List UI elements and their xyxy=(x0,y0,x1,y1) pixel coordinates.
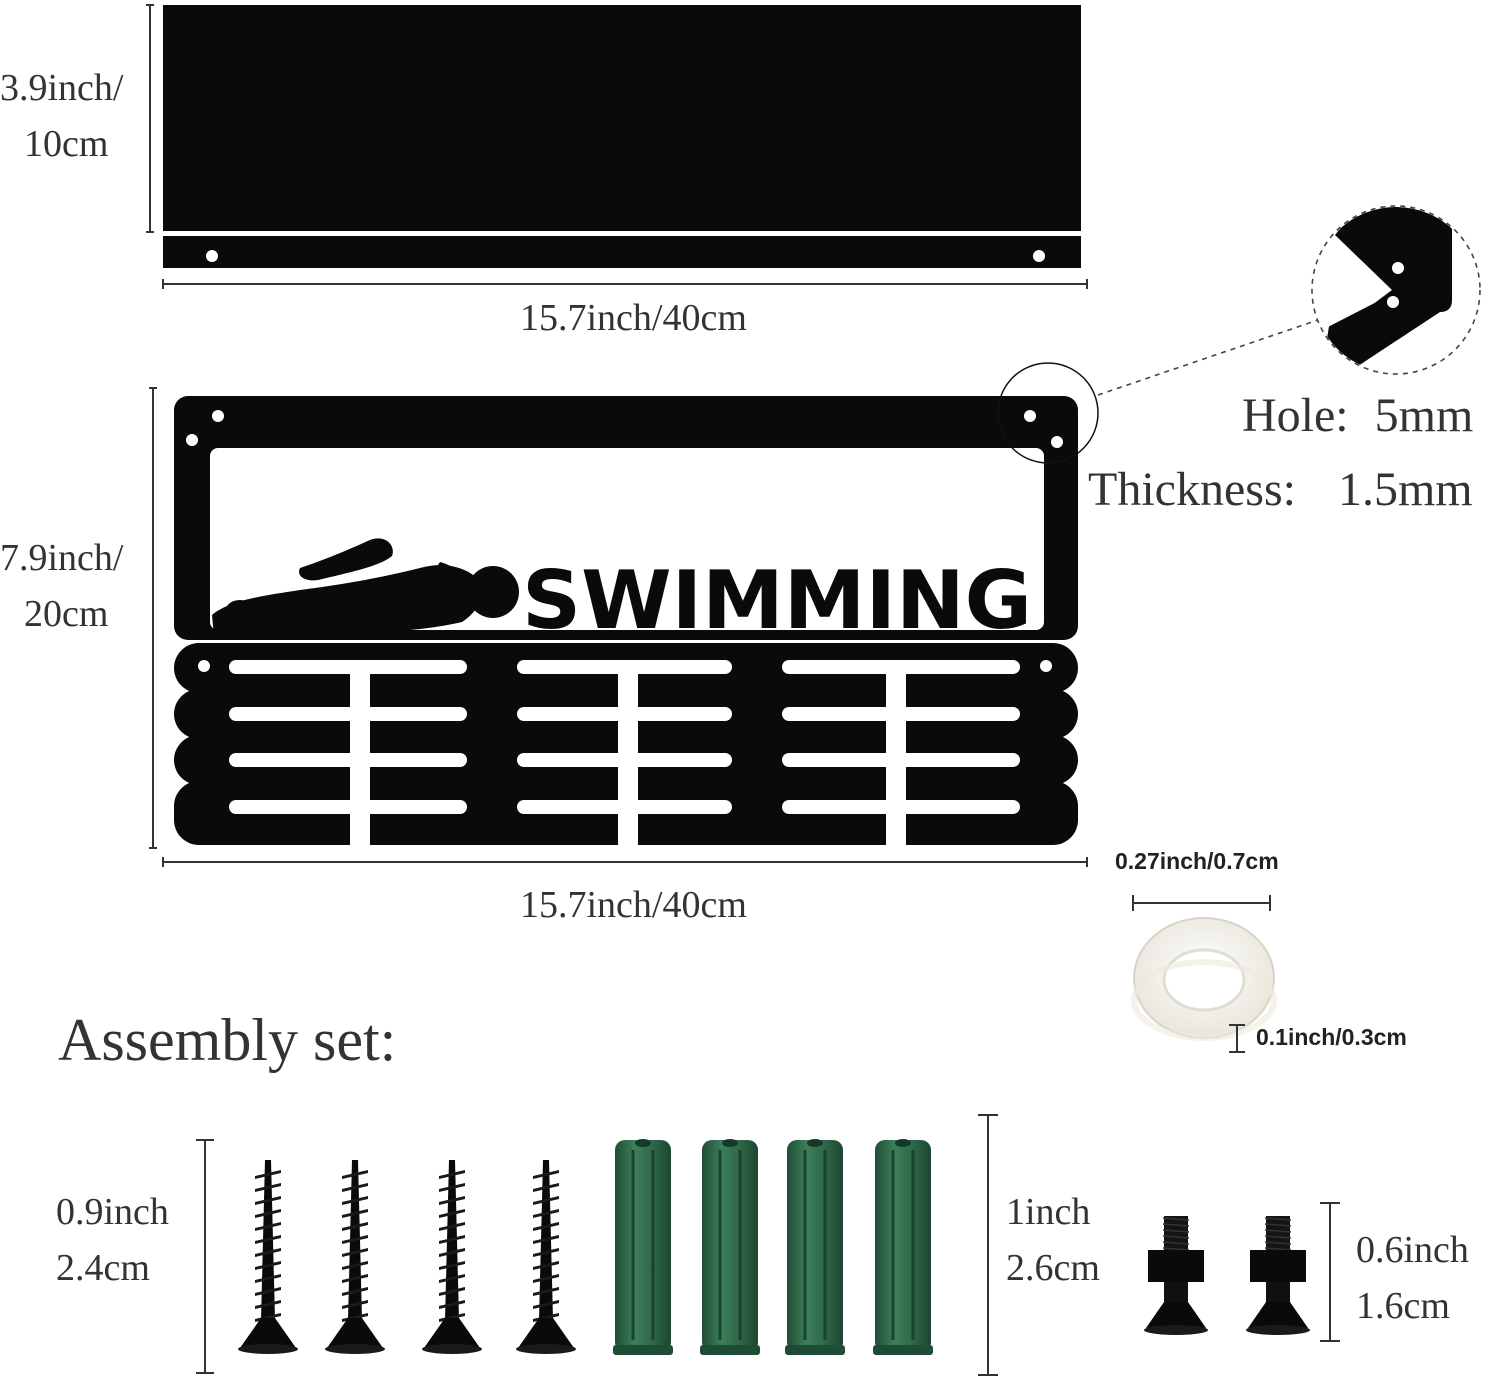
anchor-size-cm: 2.6cm xyxy=(1006,1247,1100,1289)
shelf-height-inch: 3.9inch/ xyxy=(0,67,124,109)
shelf-panel xyxy=(163,5,1081,268)
rack-height-inch: 7.9inch/ xyxy=(0,537,124,579)
screw-1 xyxy=(238,1160,298,1354)
rack-width-label: 15.7inch/40cm xyxy=(520,884,747,926)
wall-anchor-3 xyxy=(785,1139,845,1355)
spacer-washer xyxy=(1131,917,1277,1041)
swimmer-icon xyxy=(212,538,519,636)
screw-size-inch: 0.9inch xyxy=(56,1191,169,1233)
screw-size-label: 0.9inch 2.4cm xyxy=(56,1184,169,1296)
shelf-width-label: 15.7inch/40cm xyxy=(520,297,747,339)
screw-2 xyxy=(325,1160,385,1354)
thickness-value: 1.5mm xyxy=(1337,463,1473,516)
spacer-thickness-label: 0.1inch/0.3cm xyxy=(1256,1024,1407,1050)
anchor-size-inch: 1inch xyxy=(1006,1191,1091,1233)
shelf-height-dimension-line xyxy=(146,4,154,233)
assembly-set-heading: Assembly set: xyxy=(58,1007,397,1073)
wall-anchor-4 xyxy=(873,1139,933,1355)
bolt-1 xyxy=(1144,1216,1208,1335)
shelf-hole-right xyxy=(1033,250,1045,262)
corner-zoom-callout xyxy=(997,205,1481,464)
hole-value: 5mm xyxy=(1374,389,1474,442)
wall-anchor-2 xyxy=(700,1139,760,1355)
shelf-hole-left xyxy=(206,250,218,262)
rack-width-dimension-line xyxy=(162,857,1088,867)
screw-size-cm: 2.4cm xyxy=(56,1247,150,1289)
bolt-2 xyxy=(1246,1216,1310,1335)
bolt-size-label: 0.6inch 1.6cm xyxy=(1356,1222,1469,1334)
rack-height-label: 7.9inch/ 20cm xyxy=(0,530,123,642)
bolts xyxy=(1144,1216,1310,1335)
screw-3 xyxy=(422,1160,482,1354)
spacer-thickness-dimension-line xyxy=(1229,1024,1245,1053)
thickness-spec: Thickness: 1.5mm xyxy=(1088,462,1473,517)
shelf-height-label: 3.9inch/ 10cm xyxy=(0,60,123,172)
screw-height-dimension-line xyxy=(196,1139,214,1374)
shelf-height-cm: 10cm xyxy=(24,123,109,165)
bolt-size-cm: 1.6cm xyxy=(1356,1285,1450,1327)
rack-height-cm: 20cm xyxy=(24,593,109,635)
medal-rack: SWIMMING xyxy=(174,396,1078,846)
anchor-height-dimension-line xyxy=(978,1114,998,1376)
screw-4 xyxy=(516,1160,576,1354)
shelf-width-dimension-line xyxy=(162,279,1088,289)
wall-anchors xyxy=(613,1139,933,1355)
anchor-size-label: 1inch 2.6cm xyxy=(1006,1184,1100,1296)
rack-title: SWIMMING xyxy=(522,554,1032,647)
bolt-height-dimension-line xyxy=(1320,1202,1340,1342)
thickness-label: Thickness: xyxy=(1088,463,1296,516)
wall-anchor-1 xyxy=(613,1139,673,1355)
hole-spec: Hole: 5mm xyxy=(1242,388,1473,443)
spacer-diameter-label: 0.27inch/0.7cm xyxy=(1115,848,1279,874)
spacer-diameter-dimension-line xyxy=(1132,895,1271,911)
hole-label: Hole: xyxy=(1242,389,1349,442)
bolt-size-inch: 0.6inch xyxy=(1356,1229,1469,1271)
screws xyxy=(238,1160,576,1354)
rack-height-dimension-line xyxy=(149,387,157,849)
